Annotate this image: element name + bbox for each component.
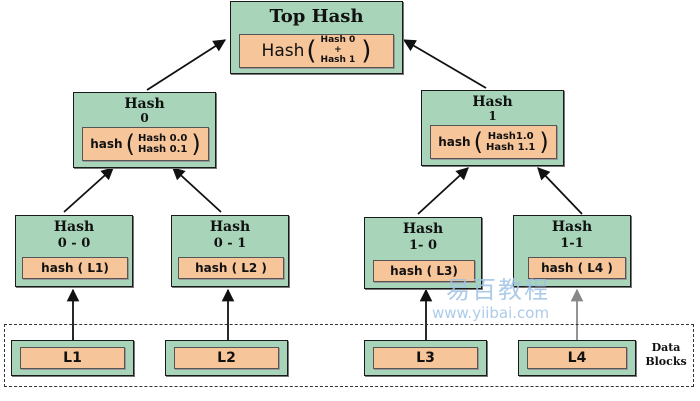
top-hash-arg1: Hash 0 [320, 35, 356, 46]
hash-0-title-line1: Hash [124, 96, 165, 112]
hash-0-fn: hash [90, 137, 123, 151]
right-paren: ) [191, 130, 201, 158]
hash-0-title-line2: 0 [140, 111, 149, 125]
hash-1-1-expression: hash ( L4 ) [528, 257, 626, 279]
left-paren: ( [473, 128, 483, 156]
top-hash-node: Top Hash Hash ( Hash 0 + Hash 1 ) [230, 1, 403, 74]
arrow-hash0-to-top [146, 39, 227, 91]
hash-1-0-expression: hash ( L3) [373, 260, 475, 282]
arrow-h01-to-hash0 [172, 167, 222, 213]
top-hash-args: Hash 0 + Hash 1 [320, 35, 356, 66]
arrow-h00-to-hash0 [63, 167, 114, 213]
data-block-L2-value: L2 [174, 347, 279, 369]
hash-1-1-title-line2: 1-1 [560, 236, 584, 251]
hash-1-arg2: Hash 1.1 [485, 142, 536, 153]
hash-0-node: Hash 0 hash ( Hash 0.0 Hash 0.1 ) [73, 92, 216, 168]
hash-0-1-title-line1: Hash [209, 219, 251, 235]
arrow-hash1-to-top [402, 39, 487, 89]
data-block-L1-value: L1 [20, 347, 125, 369]
hash-0-0-node: Hash 0 - 0 hash ( L1) [15, 215, 133, 287]
top-hash-fn: Hash [261, 41, 305, 61]
hash-0-1-title-line2: 0 - 1 [213, 236, 247, 251]
hash-1-expression: hash ( Hash1.0 Hash 1.1 ) [430, 125, 557, 159]
hash-0-0-title-line2: 0 - 0 [57, 236, 91, 251]
data-block-L4: L4 [518, 340, 636, 376]
arrow-h10-to-hash1 [417, 167, 469, 215]
hash-1-arg1: Hash1.0 [487, 131, 534, 142]
hash-0-args: Hash 0.0 Hash 0.1 [138, 133, 187, 155]
data-block-L3-value: L3 [373, 347, 478, 369]
hash-0-1-node: Hash 0 - 1 hash ( L2 ) [171, 215, 289, 287]
right-paren: ) [539, 128, 549, 156]
hash-0-expression: hash ( Hash 0.0 Hash 0.1 ) [82, 127, 209, 161]
hash-0-0-title-line1: Hash [53, 219, 95, 235]
data-block-L1: L1 [11, 340, 134, 376]
hash-1-node: Hash 1 hash ( Hash1.0 Hash 1.1 ) [421, 90, 564, 166]
data-block-L2: L2 [165, 340, 288, 376]
data-blocks-label: Data Blocks [640, 341, 692, 369]
hash-0-1-expression: hash ( L2 ) [178, 257, 284, 279]
left-paren: ( [125, 130, 135, 158]
data-block-L3: L3 [364, 340, 487, 376]
top-hash-op: + [334, 45, 342, 56]
hash-1-1-node: Hash 1-1 hash ( L4 ) [513, 215, 631, 287]
watermark-chinese: 易百教程 [446, 276, 550, 304]
hash-1-args: Hash1.0 Hash 1.1 [486, 131, 535, 153]
hash-0-arg2: Hash 0.1 [137, 144, 188, 155]
hash-1-0-title-line2: 1- 0 [408, 238, 437, 253]
hash-1-fn: hash [438, 135, 471, 149]
arrow-h11-to-hash1 [537, 167, 583, 215]
data-block-L4-value: L4 [527, 347, 627, 369]
left-paren: ( [306, 36, 317, 66]
data-blocks-label-line2: Blocks [645, 354, 687, 368]
hash-1-0-title-line1: Hash [402, 221, 444, 237]
top-hash-title: Top Hash [269, 6, 364, 27]
top-hash-expression: Hash ( Hash 0 + Hash 1 ) [239, 34, 394, 68]
data-blocks-label-line1: Data [651, 341, 681, 354]
hash-1-1-title-line1: Hash [551, 219, 593, 235]
hash-1-0-node: Hash 1- 0 hash ( L3) [364, 217, 482, 289]
hash-1-title-line1: Hash [472, 94, 513, 110]
right-paren: ) [361, 36, 372, 66]
watermark-url: www.yiibai.com [432, 304, 550, 322]
top-hash-arg2: Hash 1 [320, 54, 356, 65]
hash-0-arg1: Hash 0.0 [137, 133, 188, 144]
data-blocks-region [4, 324, 694, 387]
hash-0-0-expression: hash ( L1) [22, 257, 128, 279]
hash-1-title-line2: 1 [488, 109, 497, 123]
